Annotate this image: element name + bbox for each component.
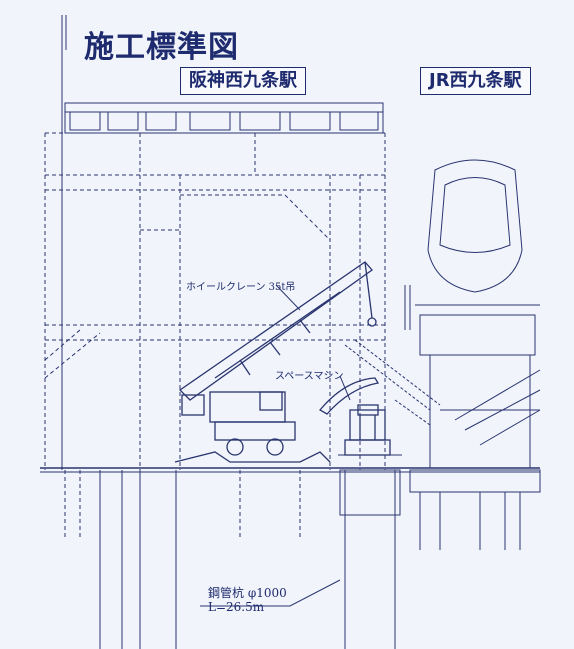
pile-length-annotation: L=26.5m	[208, 600, 265, 614]
page-title: 施工標準図	[84, 30, 239, 65]
crane-boom	[178, 261, 373, 401]
crane-wheel	[266, 438, 284, 456]
space-machine-annotation: スペースマシン	[275, 371, 344, 382]
piles	[64, 470, 396, 649]
station-label-hanshin: 阪神西九条駅	[180, 67, 306, 95]
pile-cap	[339, 469, 401, 516]
girder-panels	[69, 111, 379, 131]
crane-outrigger	[174, 451, 331, 463]
train-car-outline	[427, 159, 523, 293]
space-machine-arm	[319, 377, 380, 415]
space-leader	[339, 375, 351, 401]
pile-leader	[200, 579, 341, 607]
crane-hook	[367, 317, 377, 327]
viaduct-girder	[64, 102, 384, 134]
station-label-jr: JR西九条駅	[420, 67, 531, 95]
jr-structure	[404, 159, 541, 550]
wheel-crane	[174, 261, 377, 463]
crane-annotation: ホイールクレーン 35t吊	[186, 282, 296, 293]
crane-cab	[209, 391, 286, 423]
existing-structure	[44, 132, 386, 470]
crane-wheel	[226, 438, 244, 456]
stairs	[344, 339, 441, 426]
space-machine	[319, 377, 391, 456]
pile-annotation: 鋼管杭 φ1000	[208, 586, 287, 600]
crane-leader	[275, 284, 301, 311]
